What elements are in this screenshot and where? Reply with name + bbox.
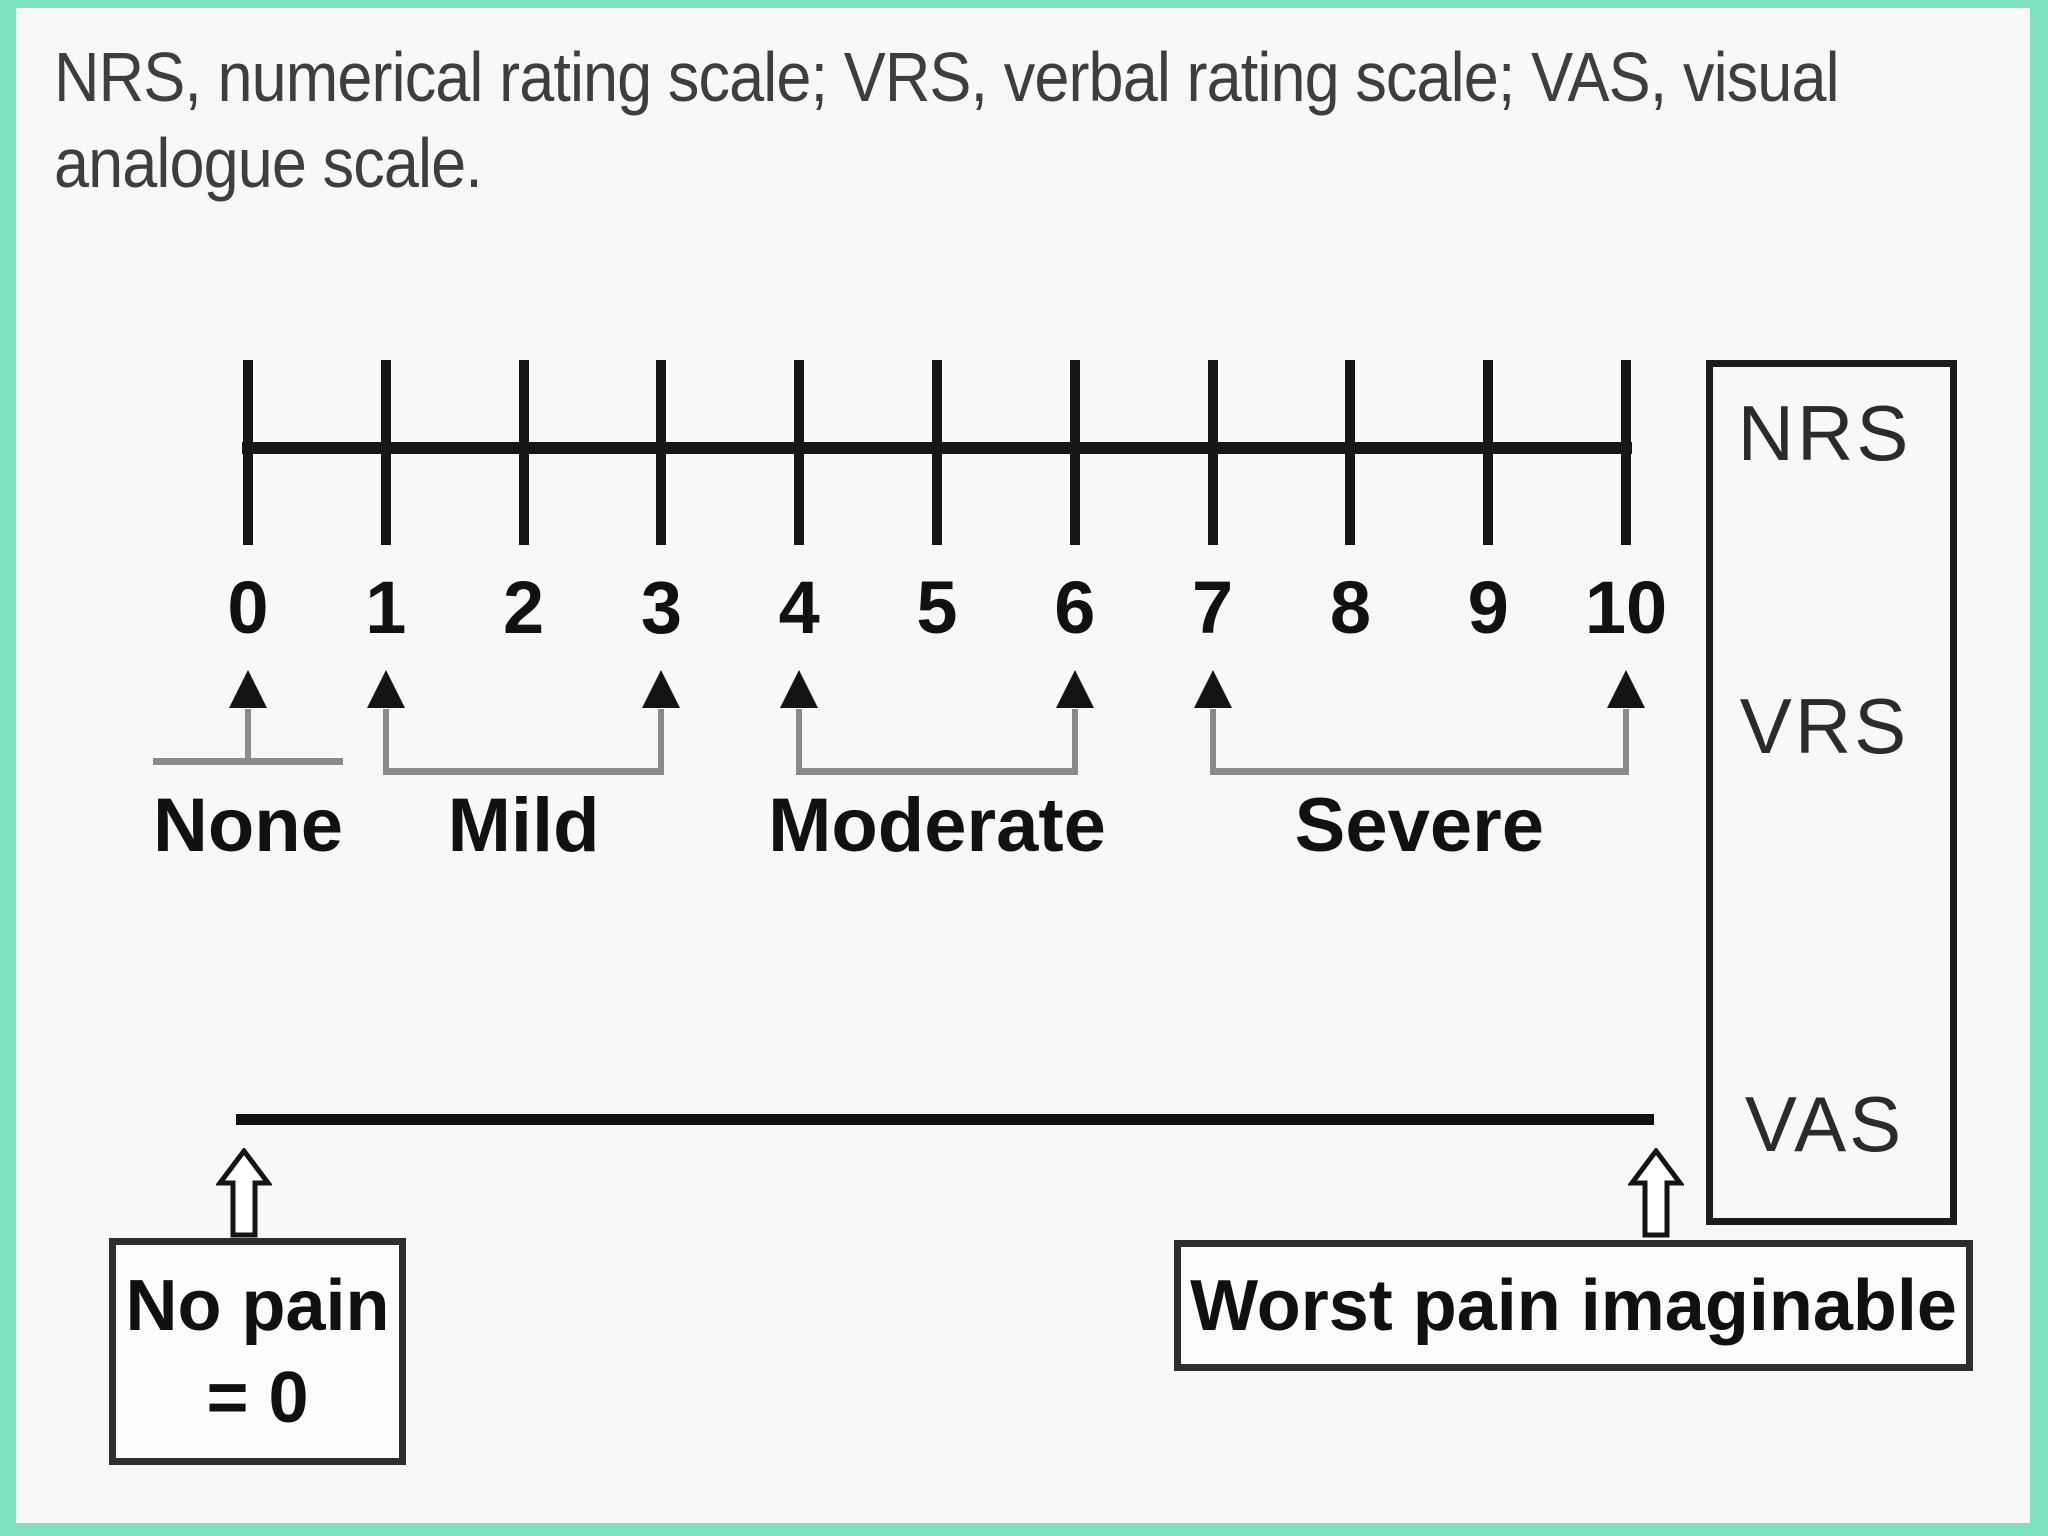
nrs-tick [1483,360,1494,545]
vrs-anchor-stem [382,709,389,768]
vas-min-box [109,1238,406,1465]
vrs-anchor-arrow-icon [1607,670,1645,708]
nrs-tick [518,360,529,545]
figure-background: NRS, numerical rating scale; VRS, verbal… [16,8,2030,1523]
vas-min-arrow-icon [216,1148,272,1238]
vrs-anchor-arrow-icon [1055,670,1094,708]
nrs-tick-label: 4 [778,566,820,649]
vrs-anchor-stem [658,709,665,768]
nrs-tick-label: 10 [1584,566,1668,649]
nrs-tick [794,360,805,545]
nrs-tick [1069,360,1080,545]
vrs-anchor-arrow-icon [780,670,819,708]
nrs-tick [243,360,253,545]
nrs-tick-label: 5 [916,566,958,649]
nrs-tick [1621,360,1631,545]
nrs-tick-label: 1 [365,566,407,649]
nrs-tick-label: 8 [1329,566,1371,649]
vas-max-arrow-icon [1628,1148,1684,1238]
nrs-tick [932,360,942,545]
vrs-none-underline [153,758,343,765]
vrs-anchor-stem [1071,709,1078,768]
scale-key-label-nrs: NRS [1737,389,1912,477]
nrs-tick [656,360,667,545]
nrs-tick-label: 0 [227,566,269,649]
vas-min-label-line2: = 0 [206,1358,309,1438]
scale-key-label-vrs: VRS [1739,682,1910,770]
vrs-category-label: Severe [1294,783,1544,868]
vrs-category-label: Mild [447,783,600,868]
nrs-tick-label: 6 [1054,566,1096,649]
vrs-anchor-arrow-icon [229,670,267,708]
scale-key-panel [1706,360,1957,1225]
caption-line-1: NRS, numerical rating scale; VRS, verbal… [54,38,1840,116]
figure-caption: NRS, numerical rating scale; VRS, verbal… [54,34,2048,206]
scale-key-label-vas: VAS [1744,1080,1905,1168]
vrs-anchor-stem [1623,709,1629,768]
vrs-anchor-stem [1209,709,1216,768]
nrs-tick-label: 7 [1192,566,1234,649]
nrs-tick [1207,360,1218,545]
nrs-tick-label: 9 [1467,566,1509,649]
vrs-anchor-arrow-icon [366,670,405,708]
vrs-bracket [1209,768,1629,775]
vrs-anchor-stem [245,709,251,760]
nrs-tick [380,360,391,545]
nrs-tick-label: 3 [640,566,682,649]
vas-max-box: Worst pain imaginable [1174,1240,1973,1371]
nrs-tick-label: 2 [503,566,545,649]
vas-max-label: Worst pain imaginable [1190,1265,1957,1346]
caption-line-2: analogue scale. [54,124,483,202]
vrs-category-label: None [153,783,343,868]
vrs-category-label: Moderate [768,783,1106,868]
vas-line [236,1114,1654,1125]
vrs-anchor-arrow-icon [1193,670,1232,708]
vas-min-label-line1: No pain [125,1266,390,1346]
vrs-bracket [796,768,1078,775]
vrs-anchor-stem [796,709,803,768]
vrs-anchor-arrow-icon [642,670,681,708]
vrs-bracket [382,768,665,775]
nrs-tick [1345,360,1356,545]
